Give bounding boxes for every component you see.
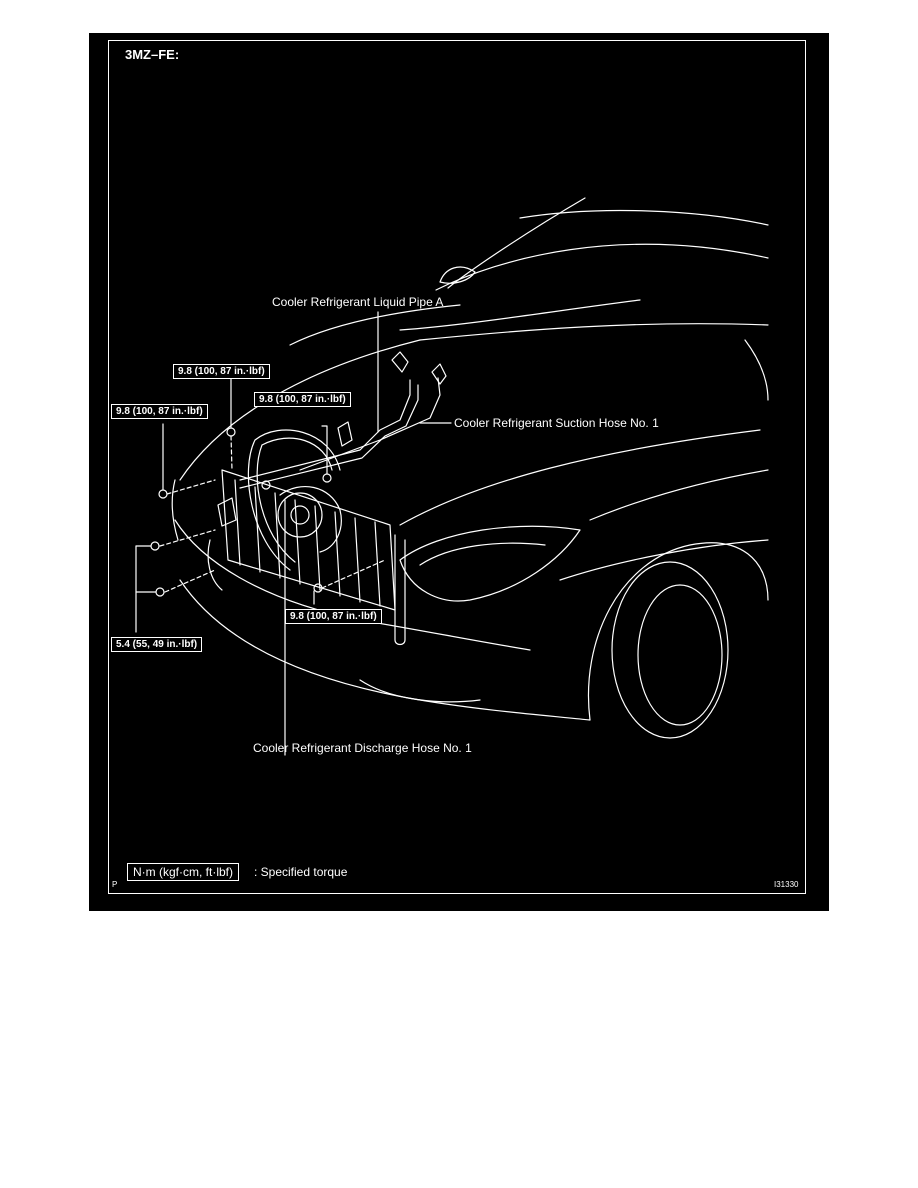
bumper-upper <box>174 519 531 651</box>
bolt-icons <box>150 427 332 597</box>
condenser-bracket <box>207 539 223 591</box>
mirror <box>439 266 476 284</box>
clamp-2 <box>431 363 447 385</box>
diagram-frame <box>108 40 806 894</box>
suction-hose-loop-inner <box>256 437 333 563</box>
legend-text: : Specified torque <box>254 865 348 879</box>
windshield-lower <box>435 243 769 291</box>
liquid-pipe-2 <box>239 384 419 489</box>
diagram-panel <box>89 33 829 911</box>
clamp-1 <box>391 351 409 373</box>
roof-line <box>519 209 769 226</box>
torque-label: 9.8 (100, 87 in.·lbf) <box>111 404 208 419</box>
figure-code: I31330 <box>774 880 799 889</box>
windshield-line <box>447 197 586 289</box>
label-discharge-hose: Cooler Refrigerant Discharge Hose No. 1 <box>253 741 472 755</box>
torque-label: 9.8 (100, 87 in.·lbf) <box>173 364 270 379</box>
bolt-guide-lines <box>159 435 386 593</box>
condenser-fins <box>234 479 381 607</box>
side-panel <box>559 539 769 581</box>
wheel-inner <box>637 584 723 726</box>
fender-line <box>399 429 761 526</box>
wheel-arch <box>587 542 769 721</box>
front-edge <box>171 479 179 541</box>
corner-letter: P <box>112 880 118 889</box>
wheel-outer <box>611 561 729 739</box>
suction-pipe <box>299 377 441 471</box>
label-liquid-pipe: Cooler Refrigerant Liquid Pipe A <box>272 295 444 309</box>
receiver-tank <box>394 534 406 646</box>
headlight-inner <box>419 542 546 566</box>
bumper-intake <box>359 679 481 703</box>
compressor-body <box>279 486 342 553</box>
leader-lines <box>135 311 452 756</box>
hood-crease <box>399 299 641 331</box>
hood-rear-edge <box>289 304 461 346</box>
suction-hose-loop <box>247 429 341 571</box>
legend-unit-box: N·m (kgf·cm, ft·lbf) <box>127 863 239 881</box>
windshield-right <box>744 339 769 401</box>
hood-front <box>179 339 421 481</box>
condenser <box>221 469 396 611</box>
compressor-hub <box>290 505 310 525</box>
torque-label: 9.8 (100, 87 in.·lbf) <box>285 609 382 624</box>
body-crease <box>589 469 769 521</box>
hose-connector <box>217 497 237 527</box>
hood-side <box>419 323 769 341</box>
headlight <box>399 525 581 602</box>
torque-label: 5.4 (55, 49 in.·lbf) <box>111 637 203 652</box>
label-suction-hose: Cooler Refrigerant Suction Hose No. 1 <box>454 416 659 430</box>
compressor-pulley <box>277 492 323 538</box>
torque-label: 9.8 (100, 87 in.·lbf) <box>254 392 351 407</box>
diagram-title: 3MZ–FE: <box>125 47 180 62</box>
bracket <box>337 421 353 447</box>
